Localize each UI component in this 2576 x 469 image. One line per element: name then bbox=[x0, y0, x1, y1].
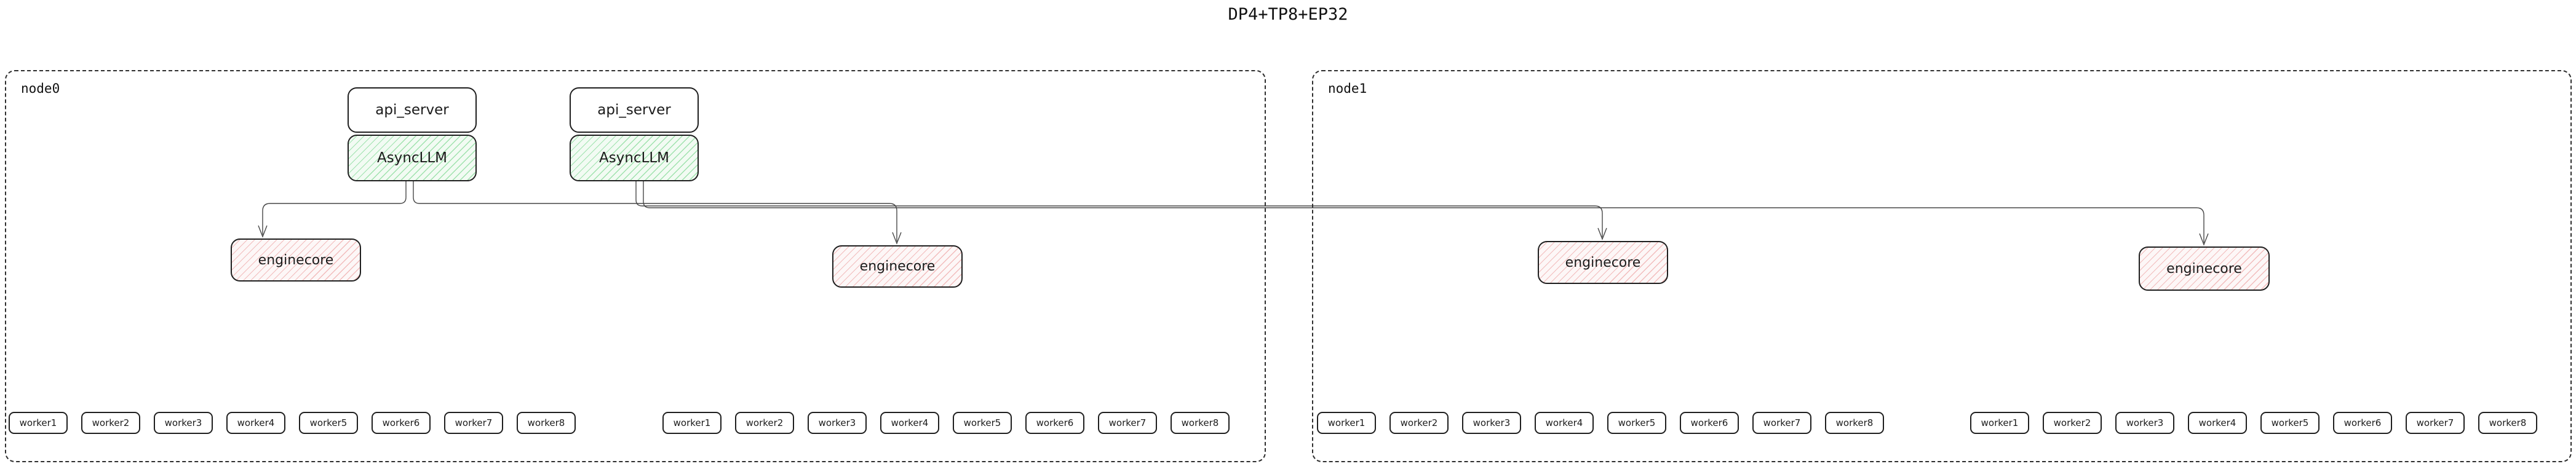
enginecore-box-2: enginecore bbox=[832, 245, 963, 288]
diagram-title: DP4+TP8+EP32 bbox=[1228, 5, 1348, 24]
worker-box: worker1 bbox=[1317, 412, 1376, 434]
worker-box: worker1 bbox=[1970, 412, 2029, 434]
worker-box: worker4 bbox=[2188, 412, 2247, 434]
worker-box: worker7 bbox=[2406, 412, 2465, 434]
worker-row-node1-group1: worker1 worker2 worker3 worker4 worker5 … bbox=[1317, 412, 1884, 434]
worker-box: worker4 bbox=[880, 412, 939, 434]
worker-box: worker8 bbox=[2478, 412, 2537, 434]
worker-box: worker3 bbox=[2115, 412, 2174, 434]
worker-box: worker8 bbox=[517, 412, 576, 434]
worker-box: worker1 bbox=[662, 412, 722, 434]
enginecore-box-4: enginecore bbox=[2139, 246, 2270, 291]
worker-box: worker4 bbox=[226, 412, 285, 434]
enginecore-box-1: enginecore bbox=[231, 238, 361, 282]
node0-container: node0 bbox=[5, 70, 1266, 462]
worker-box: worker2 bbox=[735, 412, 794, 434]
asyncllm-box-1: AsyncLLM bbox=[348, 135, 477, 181]
worker-box: worker2 bbox=[1389, 412, 1449, 434]
node0-label: node0 bbox=[21, 81, 60, 96]
worker-box: worker5 bbox=[299, 412, 358, 434]
worker-box: worker5 bbox=[1607, 412, 1666, 434]
worker-box: worker6 bbox=[372, 412, 431, 434]
worker-box: worker7 bbox=[444, 412, 503, 434]
worker-box: worker6 bbox=[1025, 412, 1084, 434]
worker-box: worker1 bbox=[9, 412, 68, 434]
worker-box: worker2 bbox=[81, 412, 140, 434]
enginecore-box-3: enginecore bbox=[1538, 241, 1668, 284]
worker-box: worker2 bbox=[2043, 412, 2102, 434]
worker-box: worker6 bbox=[1680, 412, 1739, 434]
worker-box: worker8 bbox=[1171, 412, 1230, 434]
worker-row-node1-group2: worker1 worker2 worker3 worker4 worker5 … bbox=[1970, 412, 2537, 434]
worker-box: worker8 bbox=[1825, 412, 1884, 434]
worker-box: worker3 bbox=[808, 412, 867, 434]
node1-container: node1 bbox=[1312, 70, 2572, 462]
node1-label: node1 bbox=[1328, 81, 1367, 96]
worker-box: worker7 bbox=[1752, 412, 1811, 434]
worker-box: worker6 bbox=[2333, 412, 2392, 434]
asyncllm-box-2: AsyncLLM bbox=[570, 135, 699, 181]
worker-box: worker3 bbox=[154, 412, 213, 434]
worker-box: worker5 bbox=[2260, 412, 2320, 434]
api-server-box-1: api_server bbox=[348, 87, 477, 133]
worker-row-node0-group1: worker1 worker2 worker3 worker4 worker5 … bbox=[9, 412, 576, 434]
worker-box: worker4 bbox=[1535, 412, 1594, 434]
worker-box: worker3 bbox=[1462, 412, 1521, 434]
worker-box: worker7 bbox=[1098, 412, 1157, 434]
worker-box: worker5 bbox=[953, 412, 1012, 434]
api-server-box-2: api_server bbox=[570, 87, 699, 133]
worker-row-node0-group2: worker1 worker2 worker3 worker4 worker5 … bbox=[662, 412, 1230, 434]
